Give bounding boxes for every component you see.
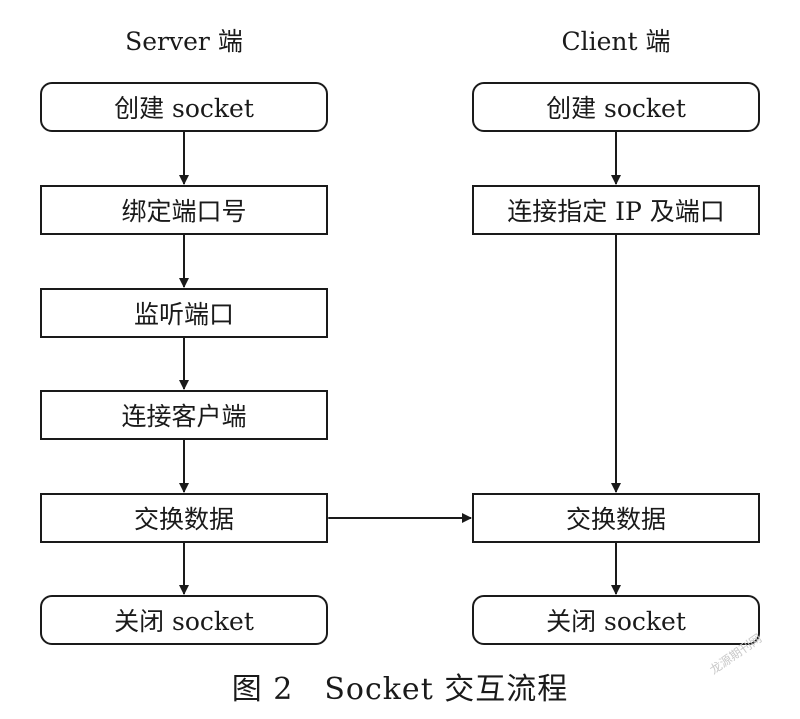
server-step-5-label: 交换数据 bbox=[133, 505, 234, 534]
server-step-3-label: 监听端口 bbox=[133, 300, 234, 329]
client-step-2-label: 连接指定 IP 及端口 bbox=[507, 197, 725, 226]
server-step-5: 交换数据 bbox=[40, 493, 328, 543]
server-step-6-label: 关闭 socket bbox=[114, 607, 254, 636]
client-step-1-label: 创建 socket bbox=[546, 94, 686, 123]
server-step-2-label: 绑定端口号 bbox=[121, 197, 247, 226]
server-step-4-label: 连接客户端 bbox=[121, 402, 247, 431]
client-column-title: Client 端 bbox=[561, 27, 671, 56]
server-step-1-label: 创建 socket bbox=[114, 94, 254, 123]
client-step-3: 交换数据 bbox=[472, 493, 760, 543]
figure-caption: 图 2 Socket 交互流程 bbox=[231, 672, 569, 707]
server-step-4: 连接客户端 bbox=[40, 390, 328, 440]
client-step-4-label: 关闭 socket bbox=[546, 607, 686, 636]
server-step-1: 创建 socket bbox=[40, 82, 328, 132]
client-step-1: 创建 socket bbox=[472, 82, 760, 132]
client-step-4: 关闭 socket bbox=[472, 595, 760, 645]
server-step-2: 绑定端口号 bbox=[40, 185, 328, 235]
client-step-2: 连接指定 IP 及端口 bbox=[472, 185, 760, 235]
client-step-3-label: 交换数据 bbox=[565, 505, 666, 534]
server-step-3: 监听端口 bbox=[40, 288, 328, 338]
server-step-6: 关闭 socket bbox=[40, 595, 328, 645]
server-column-title: Server 端 bbox=[125, 27, 243, 56]
